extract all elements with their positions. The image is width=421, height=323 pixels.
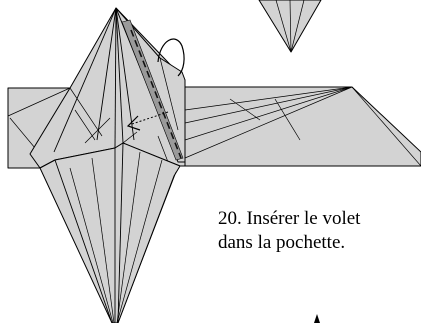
step-caption: 20. Insérer le volet dans la pochette. xyxy=(218,207,418,255)
right-wing xyxy=(184,86,421,167)
insert-flap xyxy=(115,7,186,163)
lower-body xyxy=(39,142,181,323)
small-arrowhead xyxy=(314,314,320,323)
step-caption-line-1: 20. Insérer le volet xyxy=(218,208,361,229)
step-caption-line-2: dans la pochette. xyxy=(218,232,346,253)
detached-point xyxy=(258,0,322,53)
motion-arrow xyxy=(126,38,185,131)
valley-fold-line xyxy=(130,29,182,159)
